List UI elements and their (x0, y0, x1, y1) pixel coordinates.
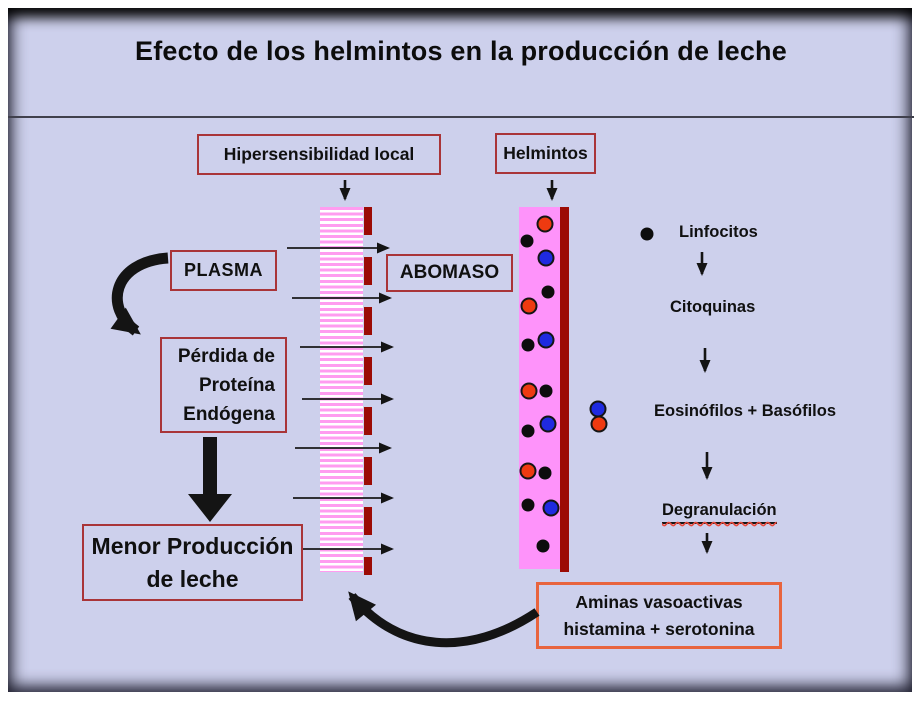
plasma-box: PLASMA (170, 250, 277, 291)
aminas-line: Aminas vasoactivas (575, 591, 743, 612)
perdida-proteina-box: Pérdida de Proteína Endógena (160, 337, 287, 433)
menor-line: Menor Producción (91, 532, 294, 559)
perdida-line: Pérdida de (177, 345, 275, 367)
hipersensibilidad-box: Hipersensibilidad local (197, 134, 441, 175)
infected-mucosa-membrane (519, 207, 560, 569)
page-title: Efecto de los helmintos en la producción… (135, 36, 787, 66)
title-divider (8, 116, 914, 118)
solid-epithelium-line (560, 207, 569, 572)
striped-mucosa-membrane (320, 207, 363, 572)
degranulacion-label: Degranulación (662, 501, 777, 524)
menor-line: de leche (146, 565, 239, 592)
eosinofilos-basofilos-label: Eosinófilos + Basófilos (654, 402, 836, 420)
hipersensibilidad-label: Hipersensibilidad local (223, 144, 415, 165)
citoquinas-label: Citoquinas (670, 298, 756, 316)
menor-produccion-box: Menor Producción de leche (82, 524, 303, 601)
slide-frame (8, 8, 912, 692)
aminas-line: histamina + serotonina (563, 618, 755, 639)
plasma-label: PLASMA (184, 259, 263, 280)
abomaso-box: ABOMASO (386, 254, 513, 292)
helmintos-label: Helmintos (503, 143, 588, 164)
perdida-line: Proteína (198, 374, 275, 396)
perdida-line: Endógena (183, 403, 275, 425)
linfocitos-label: Linfocitos (679, 223, 758, 241)
helmintos-box: Helmintos (495, 133, 596, 174)
abomaso-label: ABOMASO (399, 261, 500, 283)
aminas-vasoactivas-box: Aminas vasoactivas histamina + serotonin… (536, 582, 782, 649)
dashed-epithelium-line (364, 207, 372, 575)
